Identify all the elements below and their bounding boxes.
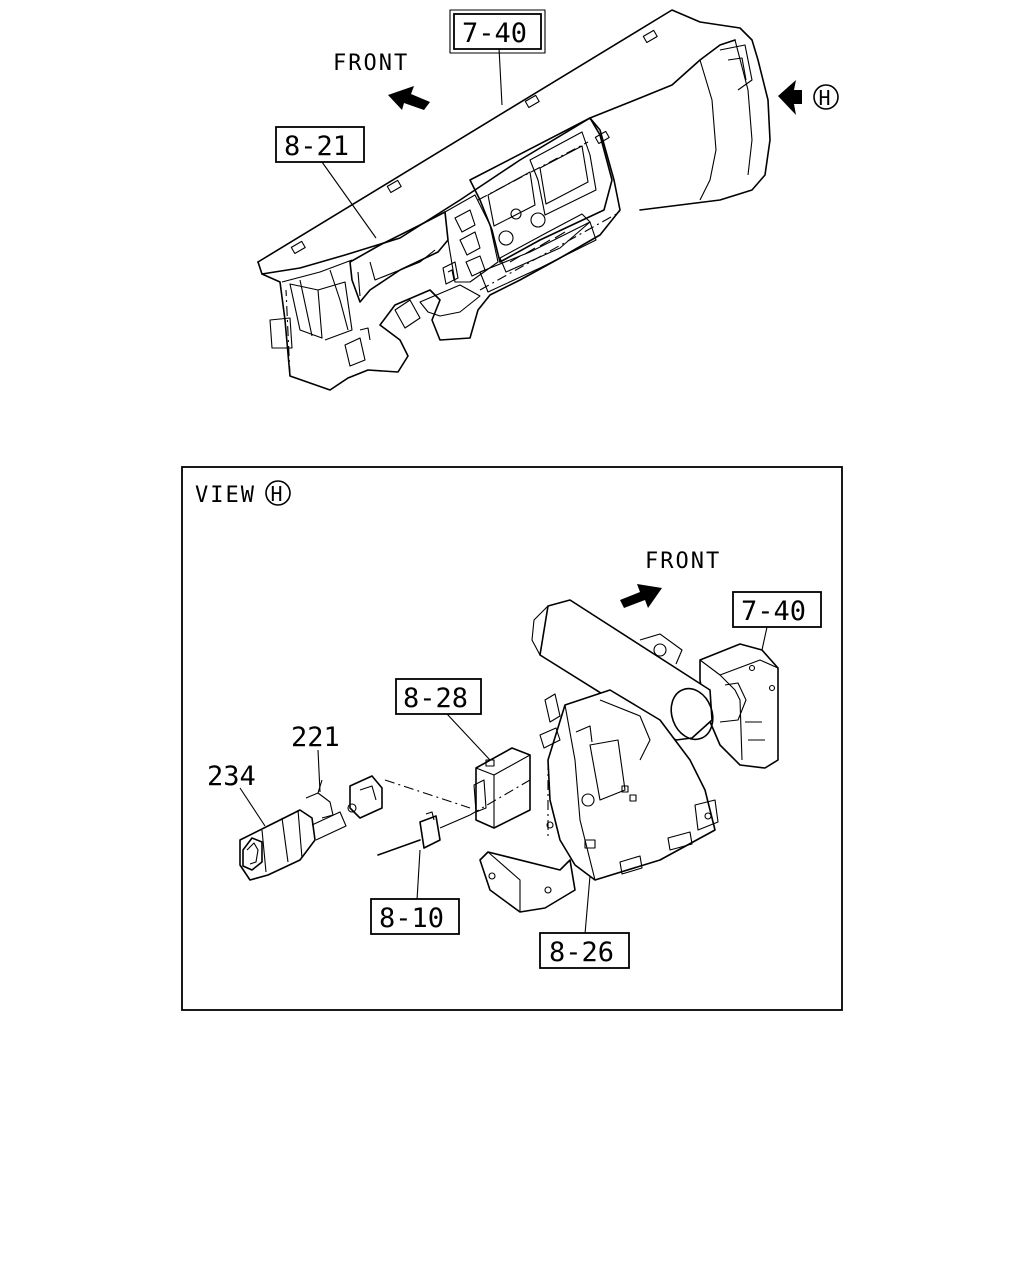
view-marker-circle	[813, 84, 839, 110]
cross-member-tube-drawing	[531, 599, 714, 741]
view-h-frame	[181, 466, 843, 1011]
front-arrow-icon	[388, 86, 430, 110]
callout-box-8-21	[275, 126, 365, 163]
view-title-marker-circle	[265, 480, 291, 506]
callout-box-7-40-detail	[732, 591, 822, 628]
callout-box-8-28	[395, 678, 482, 715]
part-number-234: 234	[207, 761, 256, 792]
detail-front-label: FRONT	[645, 549, 721, 574]
callout-8-10: 8-10	[379, 903, 444, 934]
callout-7-40-detail: 7-40	[741, 596, 806, 627]
view-title-marker-letter: H	[271, 482, 283, 506]
part-number-221: 221	[291, 722, 340, 753]
view-title: VIEW	[195, 483, 256, 508]
callout-box-8-26	[539, 932, 630, 969]
callout-7-40-top: 7-40	[462, 18, 527, 49]
callout-8-26: 8-26	[549, 937, 614, 968]
dashboard-illustration	[257, 9, 771, 391]
harness-8-10-drawing	[377, 779, 531, 856]
callout-box-7-40-top	[453, 13, 542, 50]
callout-8-21: 8-21	[284, 131, 349, 162]
switch-234-drawing	[239, 775, 383, 881]
front-label: FRONT	[333, 51, 409, 76]
view-direction-arrow-icon	[778, 80, 802, 115]
view-marker-letter: H	[819, 86, 831, 110]
mounting-plate-8-26-drawing	[479, 689, 719, 913]
relay-8-28-drawing	[473, 747, 531, 829]
detail-front-arrow-icon	[620, 584, 662, 608]
callout-frame-7-40-top	[449, 9, 546, 54]
callout-8-28: 8-28	[403, 683, 468, 714]
callout-box-8-10	[370, 898, 460, 935]
